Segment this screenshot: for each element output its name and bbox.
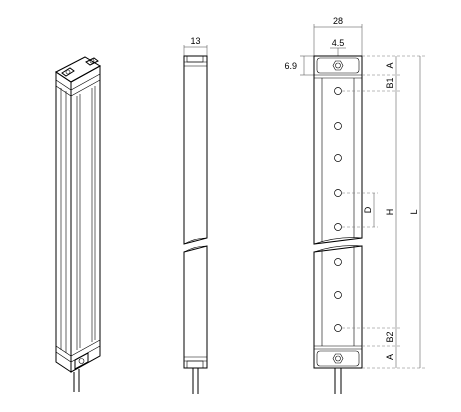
dim-l-label: L bbox=[409, 209, 419, 214]
dim-thickness-label: 13 bbox=[190, 36, 200, 46]
dim-width-label: 28 bbox=[333, 16, 343, 26]
dim-b2-label: B2 bbox=[385, 331, 395, 342]
isometric-view bbox=[55, 56, 102, 392]
dim-d-label: D bbox=[363, 206, 373, 213]
dim-a-top-label: A bbox=[385, 62, 395, 68]
dim-a-bottom-label: A bbox=[385, 354, 395, 360]
dim-b1-label: B1 bbox=[385, 77, 395, 88]
side-view: 13 bbox=[183, 36, 208, 394]
dim-cap-height-label: 6.9 bbox=[284, 61, 297, 71]
dim-hole-offset-label: 4.5 bbox=[332, 38, 345, 48]
front-view: 28 4.5 6.9 bbox=[284, 16, 425, 394]
dim-h-label: H bbox=[385, 209, 395, 216]
